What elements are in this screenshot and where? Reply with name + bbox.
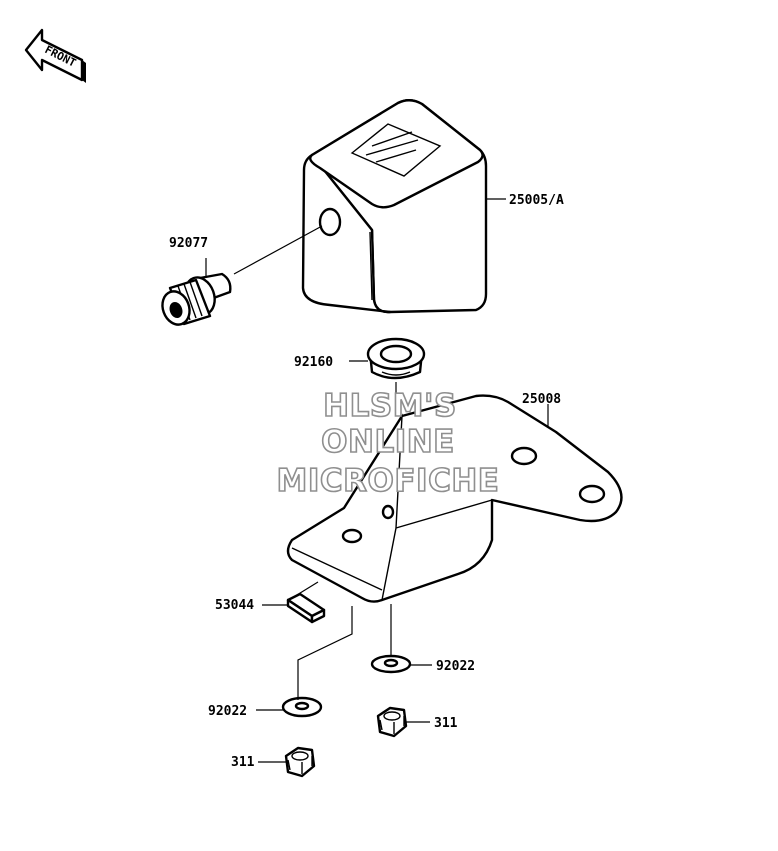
grommet [366, 337, 426, 380]
nut-left [284, 746, 316, 778]
watermark-line-3: MICROFICHE [277, 463, 500, 499]
clip [286, 592, 326, 624]
label-cable-fitting: 92077 [169, 236, 208, 251]
meter-case [301, 99, 488, 314]
label-washer-right: 92022 [436, 659, 475, 674]
nut-right [376, 706, 408, 738]
label-bracket: 25008 [522, 392, 561, 407]
washer-left [281, 696, 323, 718]
label-grommet: 92160 [294, 355, 333, 370]
bracket [286, 394, 623, 603]
label-nut-left: 311 [231, 755, 255, 770]
front-arrow-icon: FRONT [24, 28, 86, 83]
watermark-line-2: ONLINE [321, 424, 455, 460]
watermark: HLSM'S ONLINE MICROFICHE [276, 387, 500, 500]
leader-lines [205, 198, 549, 763]
washer-right [370, 654, 412, 674]
label-washer-left: 92022 [208, 704, 247, 719]
label-clip: 53044 [215, 598, 254, 613]
watermark-line-1: HLSM'S [323, 388, 457, 424]
label-nut-right: 311 [434, 716, 458, 731]
label-meter-case: 25005/A [509, 193, 564, 208]
cable-fitting [161, 272, 232, 326]
